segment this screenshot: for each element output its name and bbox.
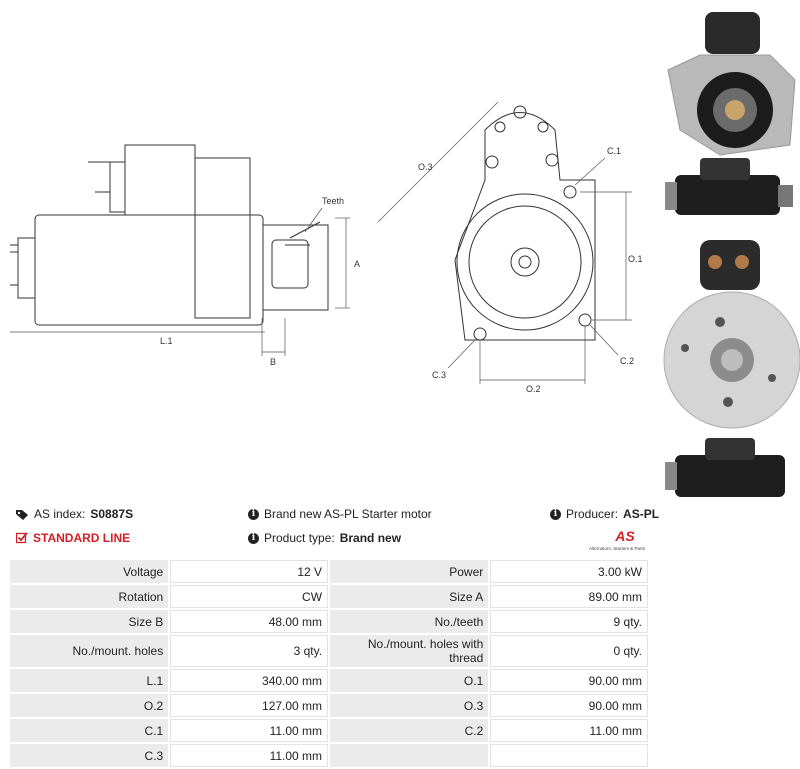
label-c3: C.3 (432, 370, 446, 380)
tag-icon (16, 509, 28, 520)
label-a: A (354, 259, 360, 269)
spec-key: O.3 (330, 694, 489, 717)
label-o1: O.1 (628, 254, 643, 264)
side-view-drawing (10, 144, 329, 326)
description: i Brand new AS-PL Starter motor (248, 507, 432, 521)
label-l1: L.1 (160, 336, 173, 346)
info-icon: i (550, 508, 561, 520)
label-c1: C.1 (607, 146, 621, 156)
product-info: AS index: S0887S STANDARD LINE i Brand n… (0, 500, 800, 560)
spec-key: Size B (10, 610, 169, 633)
description-text: Brand new AS-PL Starter motor (264, 507, 432, 521)
spec-key: C.3 (10, 744, 169, 767)
spec-key: C.2 (330, 719, 489, 742)
photo-side-1 (665, 158, 793, 215)
spec-key: No./mount. holes with thread (330, 635, 489, 667)
as-pl-logo: AS Alternators, Starters & Parts (589, 528, 646, 551)
label-o3: O.3 (418, 162, 433, 172)
spec-key: No./mount. holes (10, 635, 169, 667)
svg-text:AS: AS (614, 528, 635, 544)
spec-key: No./teeth (330, 610, 489, 633)
product-type-value: Brand new (339, 531, 402, 545)
label-teeth: Teeth (322, 196, 344, 206)
spec-key: C.1 (10, 719, 169, 742)
info-icon: i (248, 532, 259, 544)
photo-rear (700, 240, 760, 290)
spec-key: Size A (330, 585, 489, 608)
info-icon: i (248, 508, 259, 520)
spec-key: Power (330, 560, 489, 583)
spec-value: 340.00 mm (170, 669, 329, 692)
front-view-drawing (454, 105, 596, 341)
svg-text:Alternators, Starters & Parts: Alternators, Starters & Parts (589, 546, 646, 551)
as-index-value: S0887S (90, 507, 134, 521)
checkbox-checked-icon (16, 532, 28, 544)
spec-key: Voltage (10, 560, 169, 583)
technical-drawing: Teeth A L.1 B O.3 C.1 O.1 C.2 C.3 O.2 (10, 101, 643, 394)
product-type: i Product type: Brand new (248, 531, 401, 545)
spec-value: 90.00 mm (490, 694, 648, 717)
spec-value: 48.00 mm (170, 610, 329, 633)
spec-value: 11.00 mm (170, 744, 329, 767)
producer-label: Producer: (566, 507, 619, 521)
spec-value: 89.00 mm (490, 585, 648, 608)
photo-side-2 (665, 438, 785, 497)
product-type-label: Product type: (264, 531, 335, 545)
product-photos (663, 12, 800, 497)
label-o2: O.2 (526, 384, 541, 394)
as-index: AS index: S0887S (16, 507, 133, 521)
label-c2: C.2 (620, 356, 634, 366)
spec-value: 0 qty. (490, 635, 648, 667)
standard-line: STANDARD LINE (16, 531, 130, 545)
spec-value: 11.00 mm (170, 719, 329, 742)
spec-value: 90.00 mm (490, 669, 648, 692)
spec-key: O.2 (10, 694, 169, 717)
spec-value: 3 qty. (170, 635, 329, 667)
spec-value: CW (170, 585, 329, 608)
label-b: B (270, 357, 276, 367)
as-index-label: AS index: (34, 507, 86, 521)
spec-value: 11.00 mm (490, 719, 648, 742)
spec-value (490, 744, 648, 767)
producer: i Producer: AS-PL (550, 507, 659, 521)
spec-value: 3.00 kW (490, 560, 648, 583)
spec-value: 9 qty. (490, 610, 648, 633)
spec-key: Rotation (10, 585, 169, 608)
spec-key: L.1 (10, 669, 169, 692)
spec-value: 127.00 mm (170, 694, 329, 717)
spec-key: O.1 (330, 669, 489, 692)
producer-value: AS-PL (623, 507, 660, 521)
photo-front-view (663, 291, 800, 429)
photo-front-flange (667, 12, 796, 156)
standard-line-label: STANDARD LINE (33, 531, 131, 545)
spec-value: 12 V (170, 560, 329, 583)
spec-key (330, 744, 489, 767)
